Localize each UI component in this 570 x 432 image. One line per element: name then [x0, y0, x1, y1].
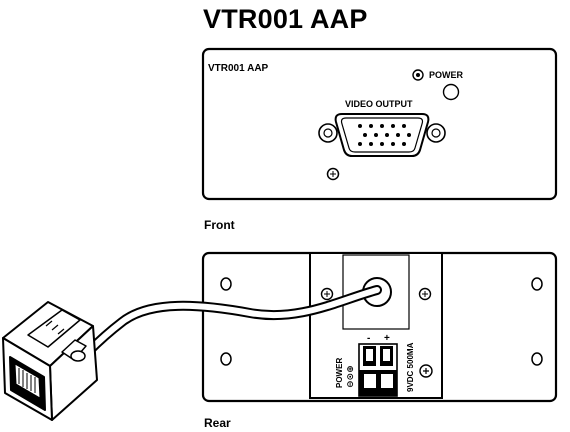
bracket-screws: [320, 287, 433, 378]
terminal-plus-label: +: [384, 333, 390, 344]
rear-caption: Rear: [204, 416, 231, 430]
front-caption: Front: [204, 218, 235, 232]
vga-connector-icon: [318, 113, 446, 157]
power-terminal-block: [358, 343, 398, 397]
rear-power-label: POWER: [335, 358, 344, 388]
front-power-label: POWER: [429, 70, 464, 80]
cable: [83, 285, 382, 357]
front-panel-label: VTR001 AAP: [208, 63, 269, 74]
power-led-icon: [442, 83, 460, 101]
diagram-title: VTR001 AAP: [203, 4, 368, 34]
mounting-holes: [220, 277, 543, 366]
terminal-minus-label: -: [367, 333, 370, 344]
video-output-label: VIDEO OUTPUT: [345, 99, 413, 109]
power-indicator: POWER: [412, 69, 464, 101]
polarity-symbol-icon: ⊖⊙⊕: [345, 365, 355, 388]
power-rating-label: 9VDC 500MA: [406, 342, 415, 392]
front-screw-icon: [326, 167, 340, 181]
front-panel: VTR001 AAP POWER VIDEO OUTPUT: [201, 47, 558, 201]
rj45-jack-icon: [2, 301, 98, 421]
rear-panel: - + POWER ⊖⊙⊕ 9VDC 500MA: [201, 251, 558, 403]
